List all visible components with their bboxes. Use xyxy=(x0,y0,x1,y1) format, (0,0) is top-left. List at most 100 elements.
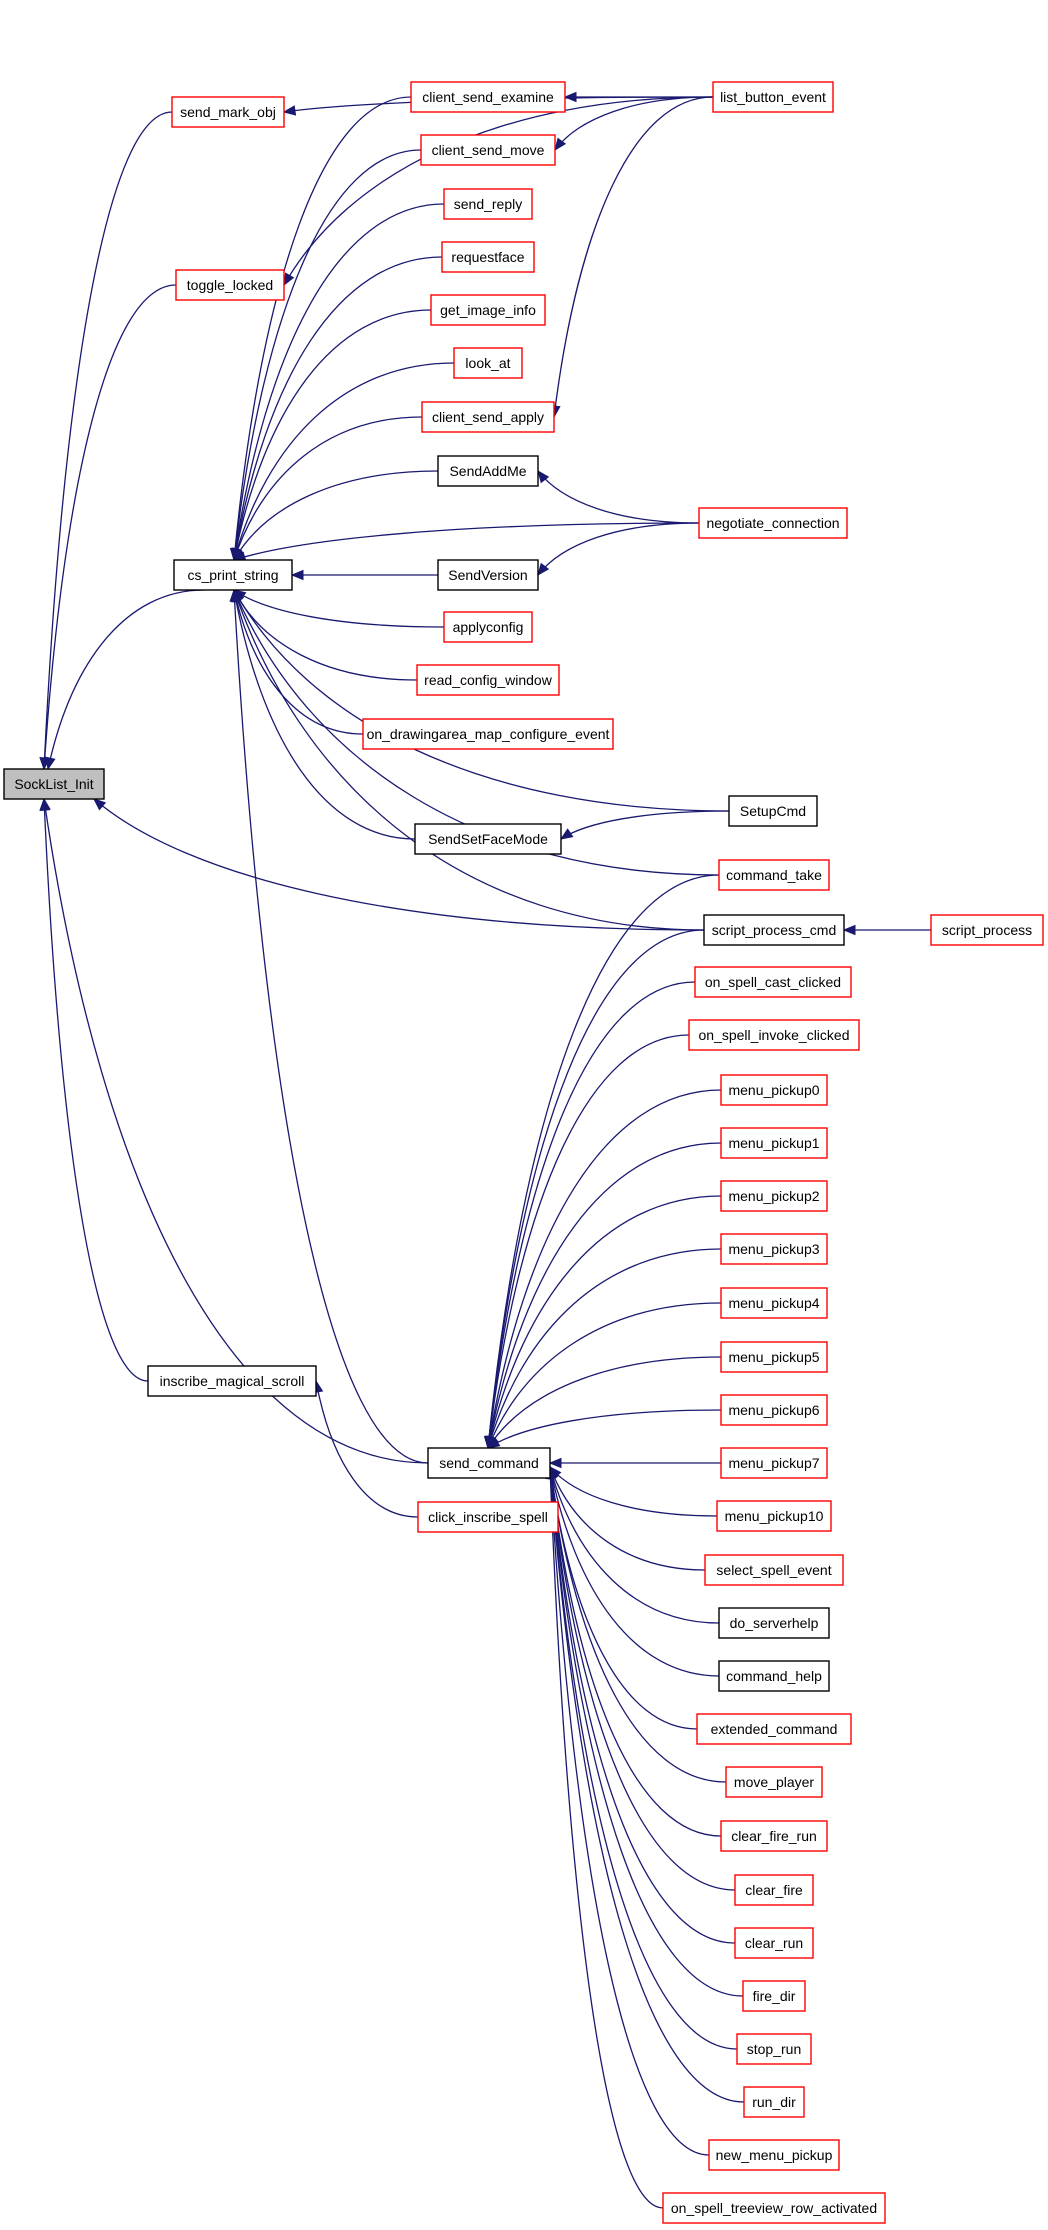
node-new_menu_pickup[interactable]: new_menu_pickup xyxy=(708,2139,840,2171)
node-list_button_event[interactable]: list_button_event xyxy=(712,81,834,113)
node-box-sock xyxy=(3,768,105,800)
node-clear_fire_run[interactable]: clear_fire_run xyxy=(720,1820,828,1852)
node-box-menu_pickup6 xyxy=(720,1394,828,1426)
node-SendAddMe[interactable]: SendAddMe xyxy=(437,455,539,487)
node-menu_pickup5[interactable]: menu_pickup5 xyxy=(720,1341,828,1373)
node-send_mark_obj[interactable]: send_mark_obj xyxy=(171,96,285,128)
arrowhead-cs_print_string-to-sock xyxy=(45,756,56,771)
node-send_command[interactable]: send_command xyxy=(427,1447,551,1479)
node-fire_dir[interactable]: fire_dir xyxy=(742,1980,806,2012)
node-menu_pickup3[interactable]: menu_pickup3 xyxy=(720,1233,828,1265)
edge-SendSetFaceMode-to-cs_print_string xyxy=(233,589,416,840)
node-menu_pickup0[interactable]: menu_pickup0 xyxy=(720,1074,828,1106)
edge-SetupCmd-to-cs_print_string xyxy=(233,589,730,812)
node-script_process_cmd[interactable]: script_process_cmd xyxy=(703,914,845,946)
node-menu_pickup4[interactable]: menu_pickup4 xyxy=(720,1287,828,1319)
edge-script_process_cmd-to-cs_print_string xyxy=(233,589,705,931)
edge-script_process_cmd-to-send_command xyxy=(487,929,705,1449)
node-script_process[interactable]: script_process xyxy=(930,914,1044,946)
arrowhead-script_process-to-script_process_cmd xyxy=(842,924,856,936)
edge-script_process_cmd-to-sock xyxy=(93,798,705,931)
node-label-cs_print_string: cs_print_string xyxy=(187,567,278,583)
node-box-command_take xyxy=(718,859,830,891)
arrowhead-menu_pickup7-to-send_command xyxy=(548,1457,562,1469)
node-SendVersion[interactable]: SendVersion xyxy=(437,559,539,591)
node-get_image_info[interactable]: get_image_info xyxy=(430,294,546,326)
edge-send_reply-to-cs_print_string xyxy=(233,203,445,561)
node-look_at[interactable]: look_at xyxy=(453,347,523,379)
node-stop_run[interactable]: stop_run xyxy=(736,2033,812,2065)
node-send_reply[interactable]: send_reply xyxy=(443,188,533,220)
node-menu_pickup10[interactable]: menu_pickup10 xyxy=(716,1500,832,1532)
edge-send_command-to-cs_print_string xyxy=(233,589,429,1464)
arrowhead-negotiate_connection-to-SendVersion xyxy=(537,562,550,577)
node-box-on_spell_invoke_clicked xyxy=(688,1019,860,1051)
node-label-select_spell_event: select_spell_event xyxy=(716,1562,831,1578)
node-label-extended_command: extended_command xyxy=(711,1721,838,1737)
node-box-clear_fire_run xyxy=(720,1820,828,1852)
node-box-fire_dir xyxy=(742,1980,806,2012)
node-box-toggle_locked xyxy=(175,269,285,301)
node-box-menu_pickup0 xyxy=(720,1074,828,1106)
node-label-menu_pickup3: menu_pickup3 xyxy=(728,1241,819,1257)
node-toggle_locked[interactable]: toggle_locked xyxy=(175,269,285,301)
node-inscribe_magical_scroll[interactable]: inscribe_magical_scroll xyxy=(147,1365,317,1397)
node-box-get_image_info xyxy=(430,294,546,326)
node-click_inscribe_spell[interactable]: click_inscribe_spell xyxy=(417,1501,559,1533)
node-negotiate_connection[interactable]: negotiate_connection xyxy=(698,507,848,539)
node-SendSetFaceMode[interactable]: SendSetFaceMode xyxy=(414,823,562,855)
node-box-menu_pickup1 xyxy=(720,1127,828,1159)
node-box-send_command xyxy=(427,1447,551,1479)
node-SetupCmd[interactable]: SetupCmd xyxy=(728,795,818,827)
arrowhead-negotiate_connection-to-SendAddMe xyxy=(537,469,550,484)
node-run_dir[interactable]: run_dir xyxy=(743,2086,805,2118)
node-label-SendSetFaceMode: SendSetFaceMode xyxy=(428,831,548,847)
node-on_drawingarea_map_configure_event[interactable]: on_drawingarea_map_configure_event xyxy=(362,718,614,750)
node-command_help[interactable]: command_help xyxy=(718,1660,830,1692)
node-label-menu_pickup10: menu_pickup10 xyxy=(725,1508,824,1524)
node-command_take[interactable]: command_take xyxy=(718,859,830,891)
edge-command_take-to-send_command xyxy=(487,874,720,1449)
edge-send_mark_obj-to-sock xyxy=(43,111,173,770)
node-box-command_help xyxy=(718,1660,830,1692)
node-clear_run[interactable]: clear_run xyxy=(734,1927,814,1959)
node-sock[interactable]: SockList_Init xyxy=(3,768,105,800)
node-menu_pickup7[interactable]: menu_pickup7 xyxy=(720,1447,828,1479)
node-menu_pickup2[interactable]: menu_pickup2 xyxy=(720,1180,828,1212)
node-menu_pickup6[interactable]: menu_pickup6 xyxy=(720,1394,828,1426)
node-box-menu_pickup3 xyxy=(720,1233,828,1265)
edge-on_spell_invoke_clicked-to-send_command xyxy=(487,1034,690,1449)
node-on_spell_invoke_clicked[interactable]: on_spell_invoke_clicked xyxy=(688,1019,860,1051)
node-label-send_command: send_command xyxy=(439,1455,539,1471)
node-box-clear_run xyxy=(734,1927,814,1959)
node-label-clear_fire_run: clear_fire_run xyxy=(731,1828,817,1844)
node-requestface[interactable]: requestface xyxy=(441,241,535,273)
node-applyconfig[interactable]: applyconfig xyxy=(443,611,533,643)
node-read_config_window[interactable]: read_config_window xyxy=(416,664,560,696)
node-on_spell_treeview_row_activated[interactable]: on_spell_treeview_row_activated xyxy=(662,2192,886,2224)
node-clear_fire[interactable]: clear_fire xyxy=(734,1874,814,1906)
node-label-negotiate_connection: negotiate_connection xyxy=(706,515,839,531)
node-do_serverhelp[interactable]: do_serverhelp xyxy=(718,1607,830,1639)
node-box-on_spell_treeview_row_activated xyxy=(662,2192,886,2224)
node-client_send_examine[interactable]: client_send_examine xyxy=(410,81,566,113)
node-label-do_serverhelp: do_serverhelp xyxy=(730,1615,819,1631)
node-box-send_reply xyxy=(443,188,533,220)
edge-on_drawingarea_map_configure_event-to-cs_print_string xyxy=(233,589,364,735)
node-cs_print_string[interactable]: cs_print_string xyxy=(173,559,293,591)
node-on_spell_cast_clicked[interactable]: on_spell_cast_clicked xyxy=(694,966,852,998)
node-label-fire_dir: fire_dir xyxy=(753,1988,796,2004)
edge-SetupCmd-to-SendSetFaceMode xyxy=(560,810,730,840)
node-client_send_move[interactable]: client_send_move xyxy=(420,134,556,166)
edge-client_send_move-to-cs_print_string xyxy=(233,149,422,561)
edge-negotiate_connection-to-cs_print_string xyxy=(233,522,700,561)
node-box-cs_print_string xyxy=(173,559,293,591)
node-select_spell_event[interactable]: select_spell_event xyxy=(704,1554,844,1586)
node-client_send_apply[interactable]: client_send_apply xyxy=(421,401,555,433)
node-move_player[interactable]: move_player xyxy=(725,1766,823,1798)
node-menu_pickup1[interactable]: menu_pickup1 xyxy=(720,1127,828,1159)
edge-look_at-to-cs_print_string xyxy=(233,362,455,561)
node-label-menu_pickup6: menu_pickup6 xyxy=(728,1402,819,1418)
edge-fire_dir-to-send_command xyxy=(549,1466,744,1997)
node-extended_command[interactable]: extended_command xyxy=(696,1713,852,1745)
